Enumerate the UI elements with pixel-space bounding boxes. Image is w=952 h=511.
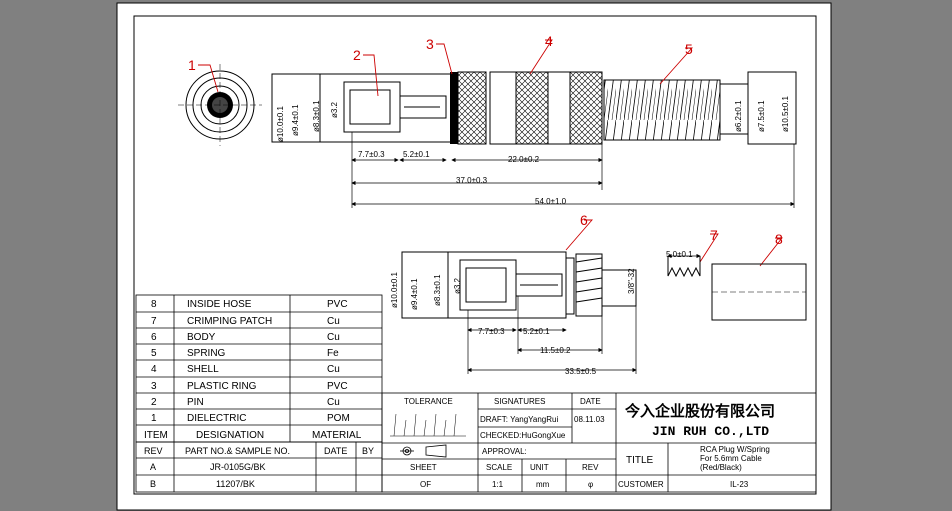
inside-hose [711, 263, 807, 321]
bom-desig-8: INSIDE HOSE [187, 299, 252, 310]
body-subassembly [401, 251, 637, 319]
bom-desig-6: BODY [187, 332, 216, 343]
balloon-5: 5 [685, 41, 693, 57]
bom-header-material: MATERIAL [312, 430, 362, 441]
sheet-value: OF [420, 480, 431, 489]
bom-mat-2: Cu [327, 397, 340, 408]
bom-mat-6: Cu [327, 332, 340, 343]
dim-main-d75: ø7.5±0.1 [757, 100, 766, 132]
rev-value: φ [588, 480, 593, 489]
rev-b: B [150, 479, 156, 489]
dim-sub-d32: ø3.2 [453, 277, 462, 294]
dim-sub-l335: 33.5±0.5 [565, 367, 597, 376]
unit-label: UNIT [530, 463, 549, 472]
rev-label: REV [582, 463, 599, 472]
balloon-2: 2 [353, 47, 361, 63]
title-line-1: RCA Plug W/Spring [700, 445, 770, 454]
bom-mat-1: POM [327, 413, 350, 424]
bom-header-item: ITEM [144, 430, 168, 441]
bom-mat-8: PVC [327, 299, 348, 310]
rev-a-part: JR-0105G/BK [210, 462, 266, 472]
bom-table: 8 INSIDE HOSE PVC 7 CRIMPING PATCH Cu 6 … [135, 294, 383, 443]
dim-sub-d94: ø9.4±0.1 [410, 278, 419, 310]
signatures-label: SIGNATURES [494, 397, 545, 406]
rev-header-by: BY [362, 446, 374, 456]
bom-item-4: 4 [151, 364, 157, 375]
unit-value: mm [536, 480, 550, 489]
scale-value: 1:1 [492, 480, 504, 489]
dim-sub-thread: 3/8"-32 [627, 268, 636, 294]
bom-desig-1: DIELECTRIC [187, 413, 246, 424]
date-label: DATE [580, 397, 601, 406]
customer-value: IL-23 [730, 480, 749, 489]
balloon-4: 4 [545, 33, 553, 49]
rev-header-part: PART NO.& SAMPLE NO. [185, 446, 290, 456]
bom-desig-5: SPRING [187, 348, 226, 359]
title-label: TITLE [626, 455, 654, 466]
balloon-6: 6 [580, 212, 588, 228]
bom-item-1: 1 [151, 413, 157, 424]
bom-desig-4: SHELL [187, 364, 219, 375]
dim-spring-l5: 5.0±0.1 [666, 250, 693, 259]
bom-header-designation: DESIGNATION [196, 430, 264, 441]
balloon-3: 3 [426, 36, 434, 52]
dim-l52: 5.2±0.1 [403, 150, 430, 159]
bom-mat-4: Cu [327, 364, 340, 375]
bom-item-2: 2 [151, 397, 157, 408]
approval-label: APPROVAL: [482, 447, 527, 456]
bom-desig-3: PLASTIC RING [187, 381, 257, 392]
bom-item-8: 8 [151, 299, 157, 310]
checked-signature: CHECKED:HuGongXue [480, 431, 566, 440]
dim-main-d10: ø10.0±0.1 [276, 105, 285, 142]
bom-item-5: 5 [151, 348, 157, 359]
scale-label: SCALE [486, 463, 512, 472]
rev-header-date: DATE [324, 446, 347, 456]
balloon-8: 8 [775, 231, 783, 247]
bom-item-7: 7 [151, 316, 157, 327]
bom-mat-3: PVC [327, 381, 348, 392]
dim-sub-l52: 5.2±0.1 [523, 327, 550, 336]
dim-main-d62: ø6.2±0.1 [734, 100, 743, 132]
dim-l22: 22.0±0.2 [508, 155, 540, 164]
balloon-7: 7 [710, 227, 718, 243]
title-block: TOLERANCE SIGNATURES DATE DRAFT: YangYan… [381, 392, 817, 493]
bom-item-6: 6 [151, 332, 157, 343]
company-name-en: JIN RUH CO.,LTD [652, 424, 769, 439]
draft-signature: DRAFT: YangYangRui [480, 415, 558, 424]
main-assembly [271, 71, 797, 145]
bom-item-3: 3 [151, 381, 157, 392]
balloon-1: 1 [188, 57, 196, 73]
draft-date: 08.11.03 [574, 415, 605, 424]
customer-label: CUSTOMER [618, 480, 664, 489]
dim-sub-l115: 11.5±0.2 [540, 346, 571, 355]
crimping-patch [667, 253, 701, 278]
tolerance-label: TOLERANCE [404, 397, 453, 406]
dim-sub-d10: ø10.0±0.1 [390, 271, 399, 308]
title-line-2: For 5.6mm Cable [700, 454, 762, 463]
dim-sub-d83: ø8.3±0.1 [433, 274, 442, 306]
dim-sub-l77: 7.7±0.3 [478, 327, 505, 336]
sheet-label: SHEET [410, 463, 437, 472]
revision-table: REV PART NO.& SAMPLE NO. DATE BY A JR-01… [135, 441, 383, 493]
rev-b-part: 11207/BK [216, 479, 255, 489]
bom-desig-2: PIN [187, 397, 204, 408]
dim-main-d83: ø8.3±0.1 [312, 100, 321, 132]
rev-a: A [150, 462, 156, 472]
dim-main-d105: ø10.5±0.1 [781, 95, 790, 132]
projection-icon [400, 444, 447, 458]
dim-main-d32: ø3.2 [330, 101, 339, 118]
title-line-3: (Red/Black) [700, 463, 742, 472]
end-view [178, 64, 262, 146]
rev-header-rev: REV [144, 446, 163, 456]
dim-l54: 54.0±1.0 [535, 197, 567, 206]
bom-mat-7: Cu [327, 316, 340, 327]
company-name-cn: 今入企业股份有限公司 [624, 402, 775, 420]
dim-main-d94: ø9.4±0.1 [291, 104, 300, 136]
bom-mat-5: Fe [327, 348, 339, 359]
dim-l77: 7.7±0.3 [358, 150, 385, 159]
bom-desig-7: CRIMPING PATCH [187, 316, 272, 327]
dim-l37: 37.0±0.3 [456, 176, 488, 185]
